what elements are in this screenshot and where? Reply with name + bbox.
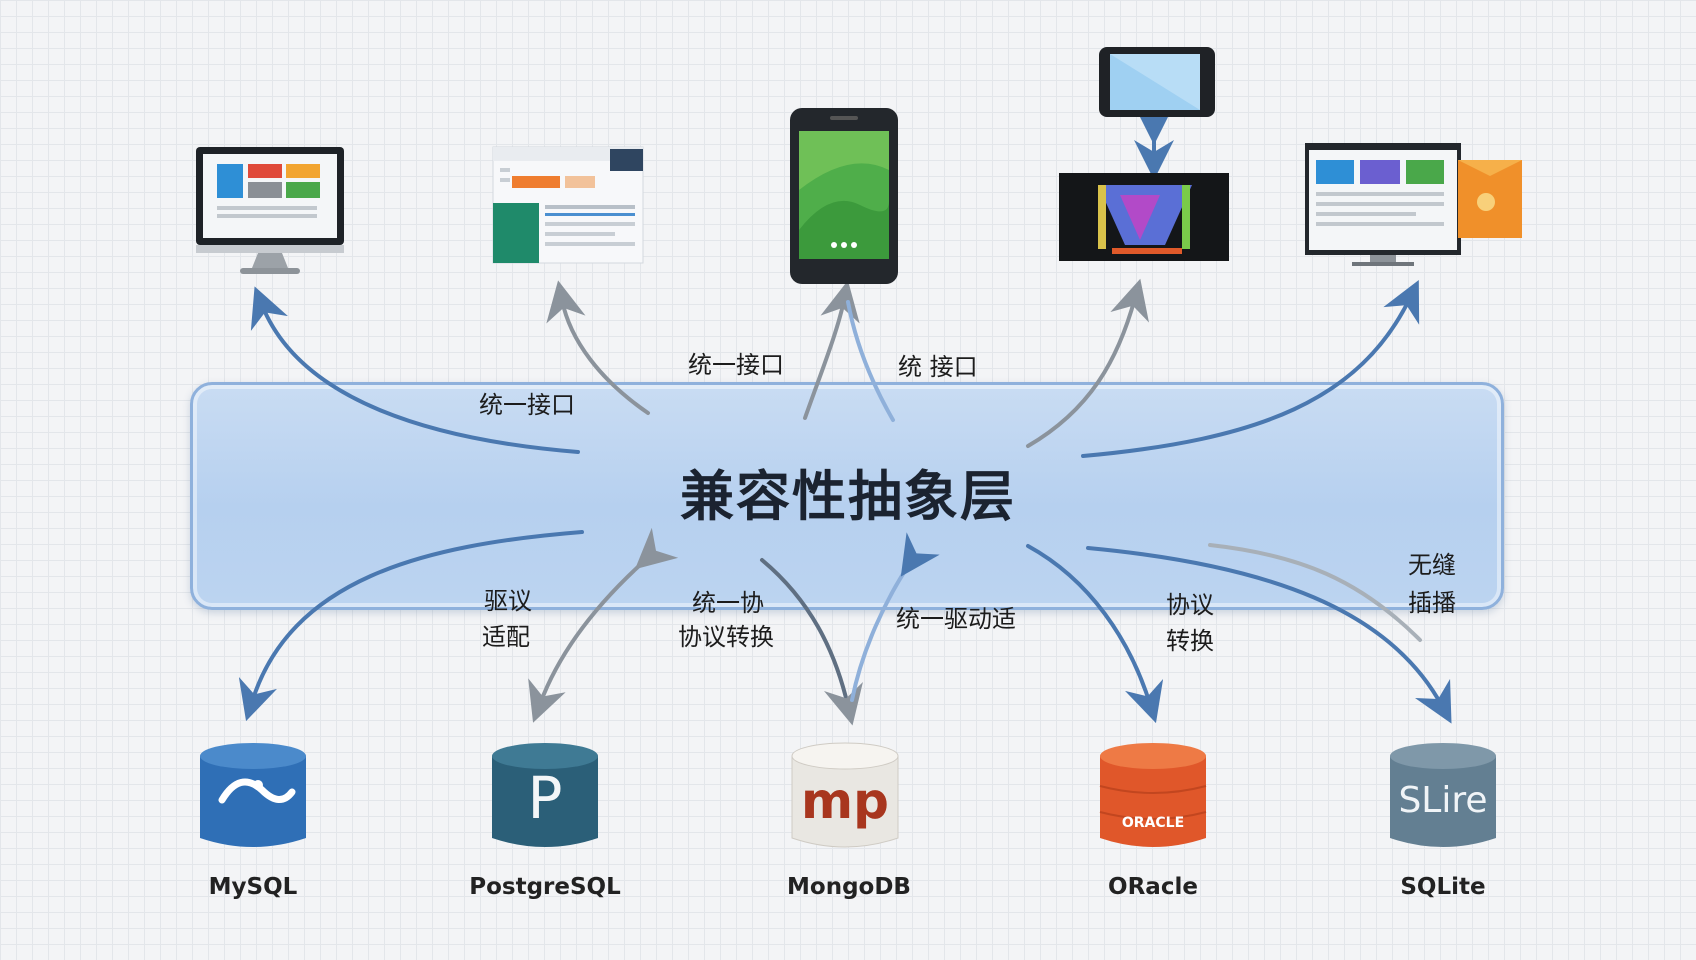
desktop-monitor-icon: [196, 147, 344, 274]
arrow-down-mongo-a: [760, 558, 863, 726]
oracle-db-icon: ORACLE: [1099, 743, 1207, 847]
arrow-down-postgres: [528, 527, 679, 723]
label-driver-adapter-line2: 适配: [482, 623, 530, 651]
label-protocol-line2: 转换: [1166, 627, 1214, 655]
db-name-oracle: ORacle: [1108, 874, 1198, 900]
label-unified-interface-3: 统 接口: [898, 353, 978, 381]
label-unified-driver: 统一驱动适: [896, 605, 1016, 633]
abstraction-layer-title: 兼容性抽象层: [680, 465, 1016, 528]
mongodb-logo-text: mp: [801, 772, 889, 830]
arrow-up-desktop: [250, 286, 580, 454]
postgresql-db-icon: P: [492, 743, 598, 847]
label-protocol-line1: 协议: [1166, 591, 1214, 619]
arrow-up-phone-b: [846, 300, 895, 422]
arrow-down-oracle: [1026, 544, 1164, 724]
label-protocol-conversion-line1: 统一协: [692, 589, 764, 617]
sqlite-logo-text: SLire: [1398, 780, 1487, 821]
mongodb-db-icon: mp: [791, 742, 899, 848]
mysql-db-icon: [200, 743, 306, 847]
oracle-logo-text: ORACLE: [1122, 815, 1184, 831]
label-protocol-conversion-line2: 协议转换: [678, 623, 774, 651]
db-name-sqlite: SQLite: [1400, 874, 1486, 900]
label-driver-adapter-line1: 驱议: [484, 587, 532, 615]
web-dashboard-icon: [492, 146, 644, 264]
sqlite-db-icon: SLire: [1390, 743, 1496, 847]
label-unified-interface-2: 统一接口: [688, 351, 784, 379]
svg-text:P: P: [528, 764, 563, 832]
arrow-down-mysql: [238, 530, 584, 722]
label-seamless-line2: 插播: [1408, 589, 1456, 617]
smartphone-icon: [790, 108, 898, 284]
db-name-mongodb: MongoDB: [787, 874, 911, 900]
db-name-mysql: MySQL: [208, 874, 298, 900]
web-app-with-folder-icon: [1305, 143, 1522, 266]
label-unified-interface-1: 统一接口: [479, 391, 575, 419]
arrow-up-phone-a: [803, 280, 860, 420]
arrow-up-dashboard: [546, 280, 650, 415]
arrow-down-sqlite: [1086, 546, 1452, 724]
arrow-up-webapp: [1081, 280, 1420, 458]
arrow-up-tablet: [1026, 278, 1149, 448]
label-seamless-line1: 无缝: [1408, 551, 1456, 579]
db-name-postgresql: PostgreSQL: [469, 874, 621, 900]
arrow-down-sqlite-gray: [1208, 543, 1422, 642]
arrow-down-mongo-b: [850, 532, 940, 702]
tablet-and-console-icon: [1059, 47, 1229, 261]
